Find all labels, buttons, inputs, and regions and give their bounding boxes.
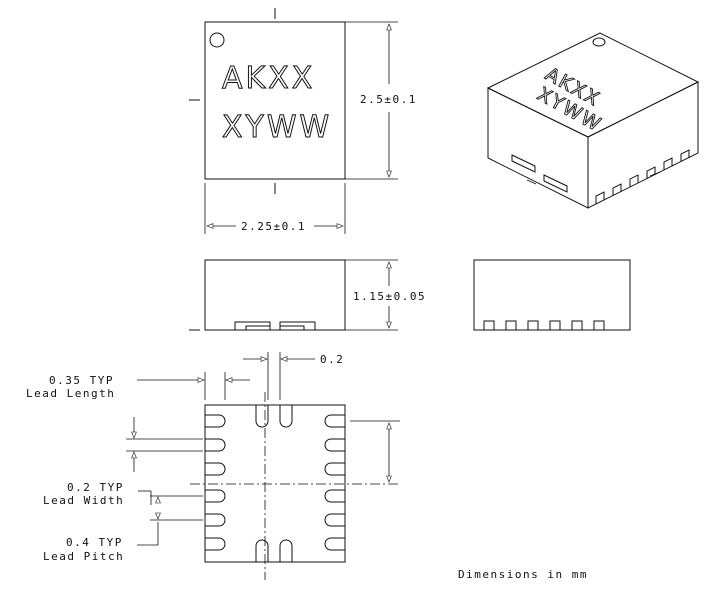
marking-line2: XYWW (222, 110, 332, 145)
thickness-dim-label: 1.15±0.05 (353, 290, 426, 303)
side-view-end (473, 259, 631, 331)
bottom-lead-bottom-2 (279, 539, 293, 562)
side-pad-right-inner (279, 325, 305, 331)
bottom-lead-left-1 (205, 414, 226, 428)
iso-center-pad-left (511, 154, 536, 173)
side-view-front: 1.15±0.05 (189, 259, 426, 331)
height-dim-label: 2.5±0.1 (360, 93, 417, 106)
pin1-indicator (209, 32, 225, 48)
bottom-lead-left-6 (205, 537, 226, 551)
lead-pitch-value: 0.4 TYP (66, 536, 123, 549)
width-dim-label: 2.25±0.1 (241, 220, 306, 233)
bottom-lead-right-2 (324, 438, 345, 452)
iso-lead-3 (629, 174, 639, 187)
bottom-lead-right-6 (324, 537, 345, 551)
iso-lead-6 (680, 149, 690, 162)
iso-center-pad-right (543, 174, 568, 193)
iso-lead-2 (612, 183, 622, 196)
bottom-lead-top-2 (279, 405, 293, 428)
iso-lead-4 (646, 166, 656, 179)
side-pad-left-inner (245, 325, 271, 331)
bottom-lead-right-1 (324, 414, 345, 428)
end-lead-5 (571, 320, 583, 330)
bottom-lead-right-5 (324, 513, 345, 527)
gap-dim-label: 0.2 (320, 353, 344, 366)
iso-center-mark-front (526, 179, 537, 185)
iso-pin1-indicator (592, 37, 606, 47)
lead-width-label: Lead Width (43, 494, 124, 507)
bottom-view-body (204, 404, 346, 563)
bottom-lead-bottom-1 (255, 539, 269, 562)
units-note: Dimensions in mm (458, 568, 588, 581)
iso-lead-1 (595, 191, 605, 204)
bottom-lead-top-1 (255, 405, 269, 428)
end-lead-6 (593, 320, 605, 330)
end-view-body (473, 259, 631, 331)
end-lead-1 (483, 320, 495, 330)
end-lead-2 (505, 320, 517, 330)
bottom-lead-left-5 (205, 513, 226, 527)
marking-line1: AKXX (222, 61, 315, 96)
lead-pitch-label: Lead Pitch (43, 550, 124, 563)
iso-lead-5 (663, 157, 673, 170)
isometric-view: AKXX XYWW (486, 32, 700, 209)
bottom-lead-left-2 (205, 438, 226, 452)
end-lead-4 (549, 320, 561, 330)
top-view-body (204, 21, 346, 180)
bottom-view: 0.2 0.35 TYP Lead Length 0.2 TYP Lead Wi… (26, 352, 400, 580)
bottom-lead-right-4 (324, 489, 345, 503)
lead-length-label: Lead Length (26, 387, 115, 400)
lead-width-value: 0.2 TYP (67, 481, 124, 494)
top-view: AKXX XYWW 2.5±0.1 2.25±0.1 (189, 8, 417, 234)
bottom-lead-left-3 (205, 462, 226, 476)
side-view-body (204, 259, 346, 331)
lead-length-value: 0.35 TYP (49, 374, 114, 387)
end-lead-3 (527, 320, 539, 330)
bottom-lead-left-4 (205, 489, 226, 503)
iso-right-face (587, 81, 699, 209)
bottom-lead-right-3 (324, 462, 345, 476)
